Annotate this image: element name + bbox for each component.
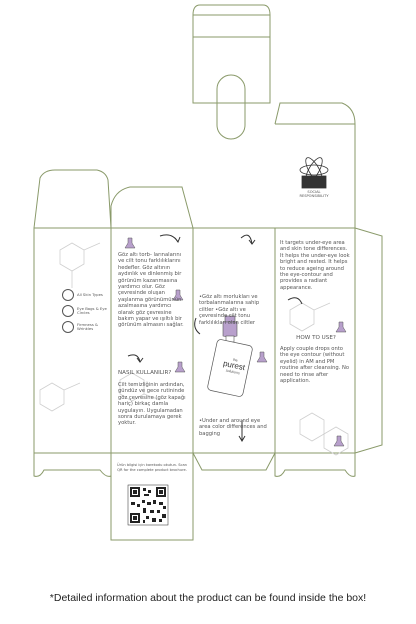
tr-intro-text: Göz altı torb- larınalarını ve cilt tonu…: [118, 252, 184, 329]
tuck-slot: [216, 74, 246, 140]
top-dust-flap-left: [110, 186, 194, 229]
social-responsibility-label: SOCIAL RESPONSIBILITY: [299, 190, 329, 199]
en-intro-text: It targets under-eye area and skin tone …: [280, 240, 350, 291]
panel-left: [33, 227, 112, 454]
tr-bullets: •Göz altı morlukları ve torbalanmalarına…: [199, 294, 260, 326]
tr-how-title: NASIL KULLANILIR?: [118, 370, 172, 376]
serum-bottle-illustration: [207, 315, 253, 397]
bottom-flap-left: [33, 453, 112, 477]
eye-icon: [62, 305, 74, 317]
glue-flap: [33, 169, 112, 229]
footer-note: *Detailed information about the product …: [49, 592, 367, 604]
eye-bags-row: Eye Bags & Eye Circles: [62, 305, 108, 317]
bottom-flap-qr: [110, 453, 194, 541]
en-how-title: HOW TO USE?: [296, 335, 336, 341]
skin-type-row: All Skin Types: [62, 289, 108, 301]
wrinkle-icon: [62, 321, 74, 333]
bottom-flap-right: [274, 453, 356, 477]
social-responsibility-emblem: [299, 157, 329, 189]
qr-code: [127, 484, 169, 526]
bottom-flap-center: [192, 452, 276, 471]
en-how-text: Apply couple drops onto the eye contour …: [280, 346, 350, 385]
top-tuck-flap: [192, 14, 271, 104]
skin-types-icon: [62, 289, 74, 301]
top-dust-flap-right: [274, 102, 356, 125]
tr-how-text: Cilt temizliğinin ardından, gündüz ve ge…: [118, 382, 186, 427]
panel-en: [274, 227, 356, 454]
en-bullets: •Under and around eye area color differe…: [199, 418, 267, 437]
qr-caption: Ürün bilgisi için karekodu okutun. Scan …: [117, 463, 187, 472]
firmness-row: Firmness & Wrinkles: [62, 321, 108, 333]
